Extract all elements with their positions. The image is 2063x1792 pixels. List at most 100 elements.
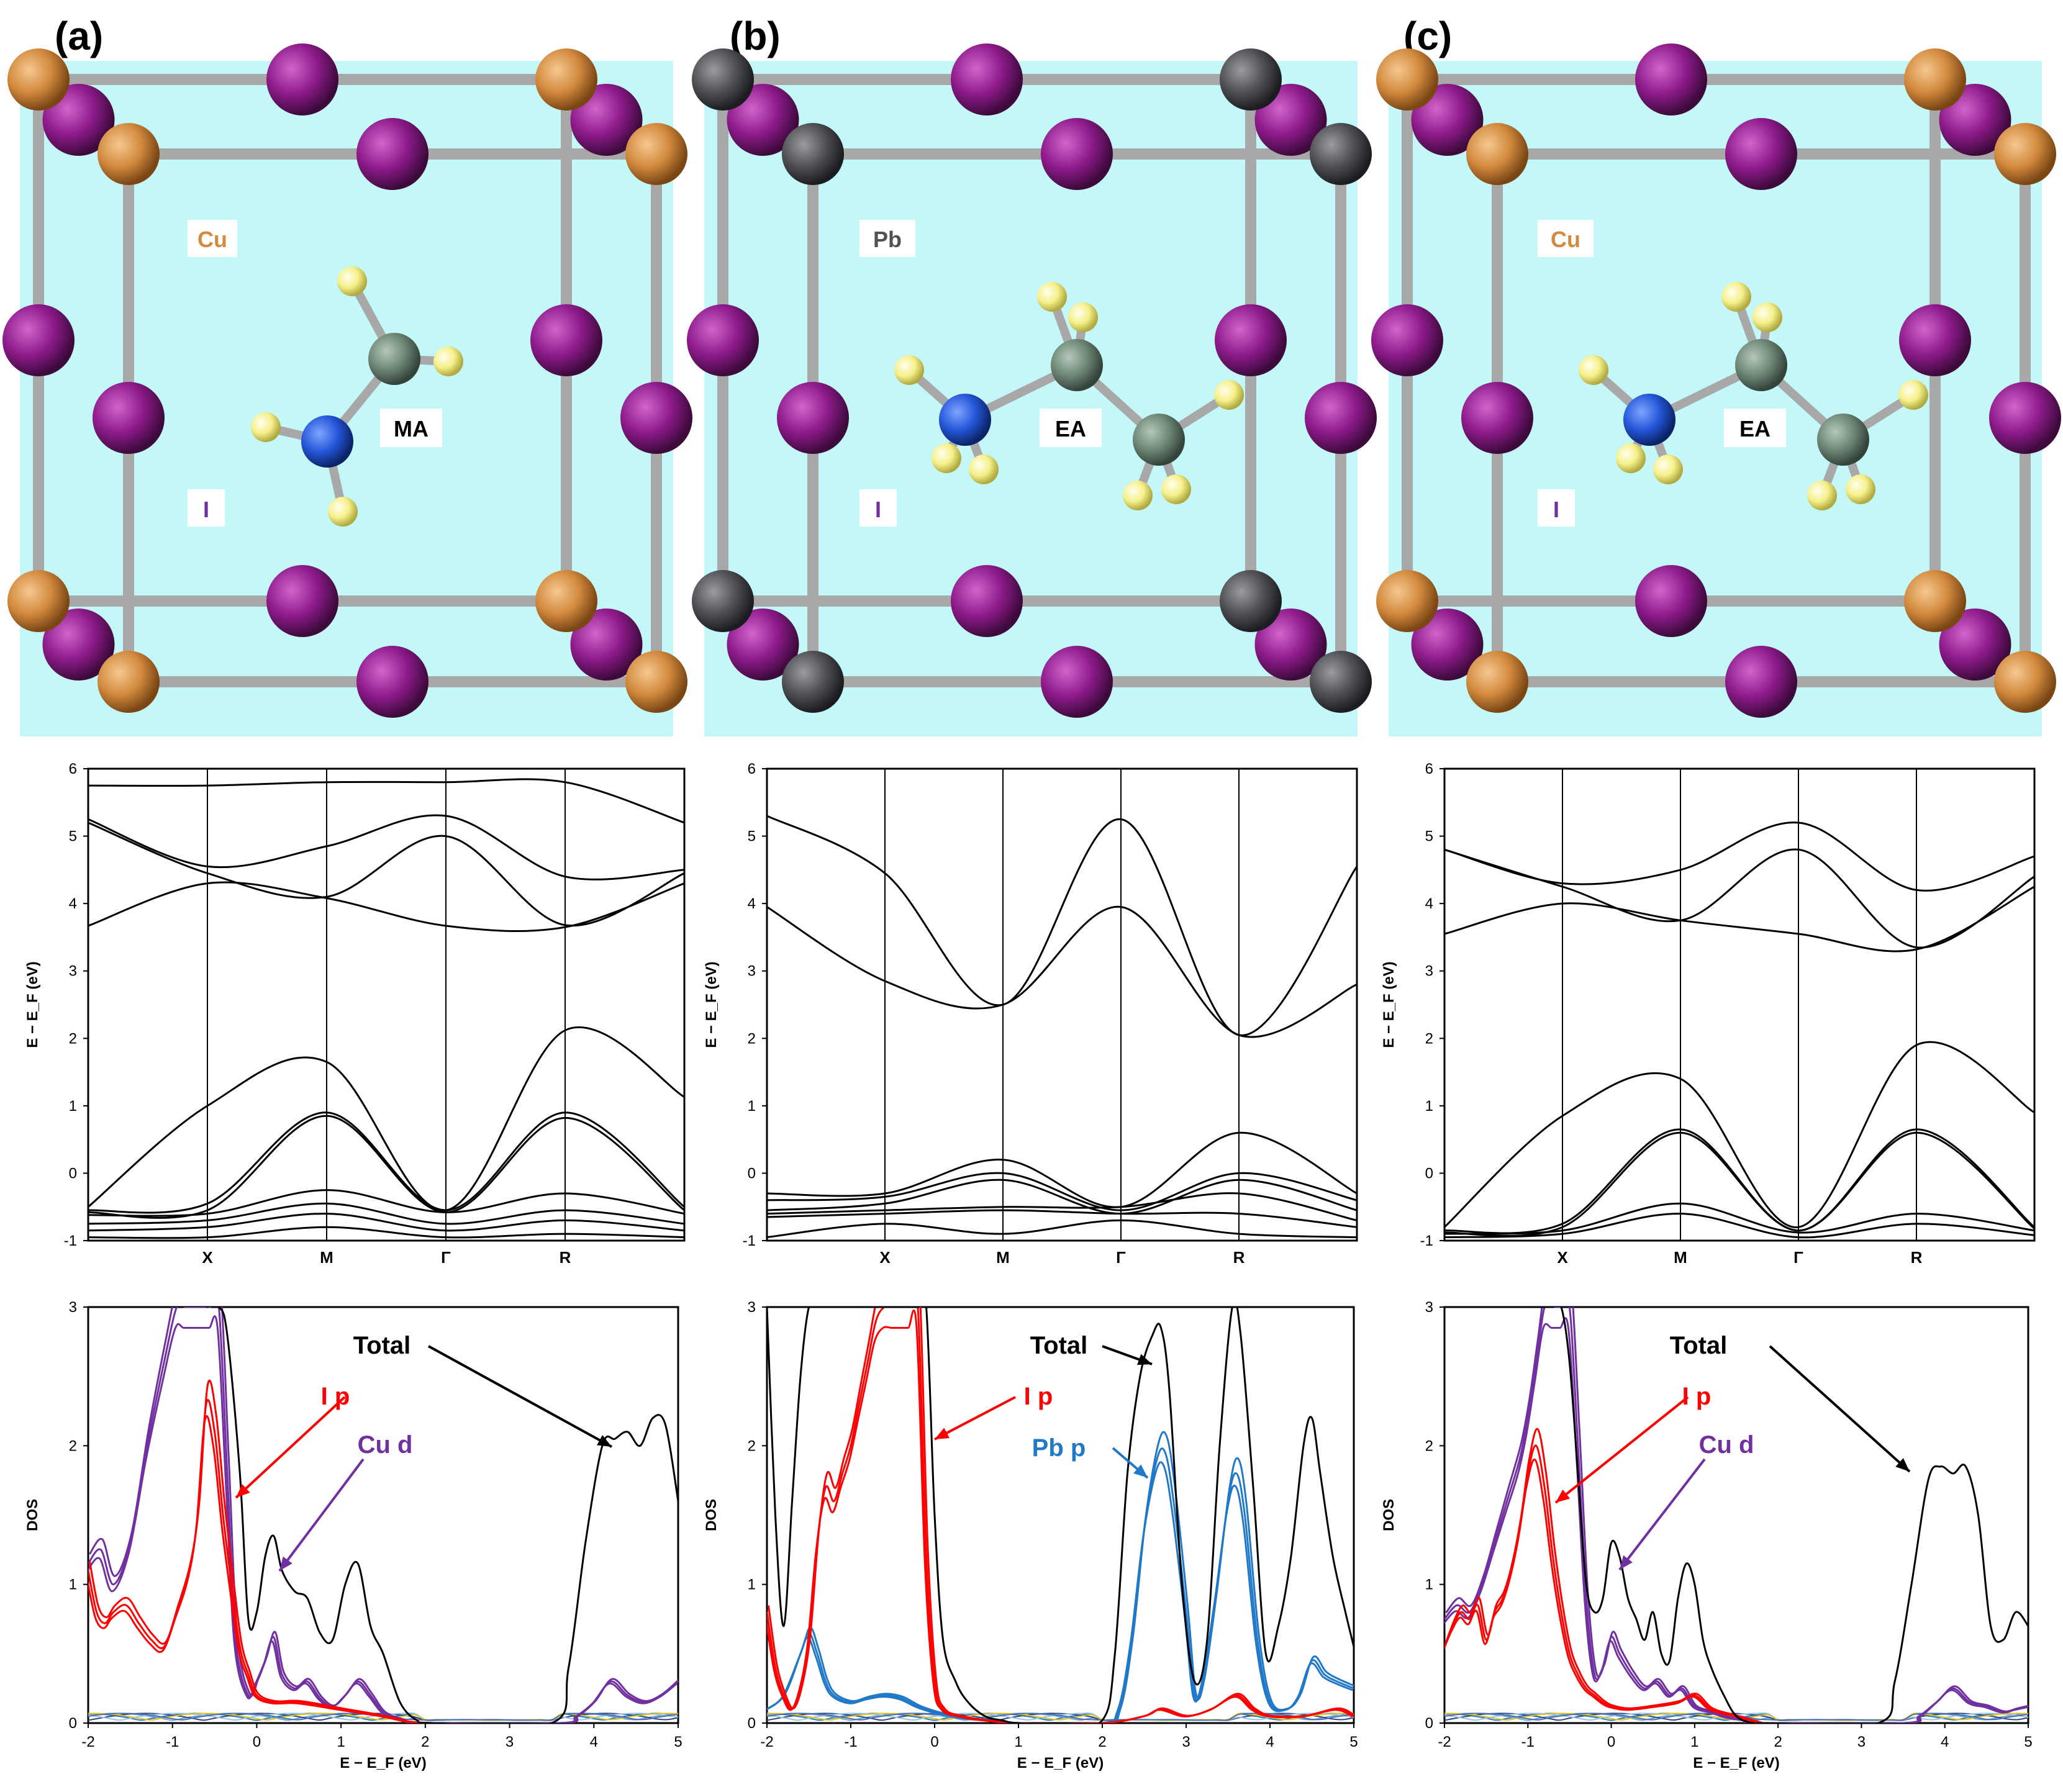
iodine-atom bbox=[687, 304, 759, 376]
y-tick-label: 0 bbox=[1425, 1165, 1433, 1182]
kpoint-label: M bbox=[320, 1248, 333, 1267]
hydrogen-atom bbox=[1037, 282, 1067, 312]
metal-label-box bbox=[859, 220, 915, 257]
x-tick-label: 4 bbox=[1266, 1734, 1274, 1750]
iodine-atom bbox=[2, 304, 75, 376]
cation-label: MA bbox=[394, 416, 428, 441]
x-tick-label: 3 bbox=[1182, 1734, 1190, 1750]
dos-line-i-p bbox=[1445, 1428, 1764, 1723]
metal-label: Cu bbox=[197, 227, 227, 252]
dos-line-i-p bbox=[88, 1379, 435, 1723]
kpoint-label: Γ bbox=[441, 1248, 451, 1267]
iodine-atom bbox=[1989, 382, 2061, 454]
metal-label-box bbox=[188, 220, 237, 257]
x-tick-label: 1 bbox=[337, 1734, 345, 1750]
band-line bbox=[88, 1115, 684, 1219]
annotation-cu-d: Cu d bbox=[358, 1431, 413, 1459]
dos-line-pb-p bbox=[767, 1461, 1353, 1723]
y-tick-label: 6 bbox=[69, 761, 77, 777]
y-tick-label: 2 bbox=[1425, 1030, 1433, 1047]
band-line bbox=[767, 1131, 1357, 1208]
panel-label-a: (a) bbox=[55, 14, 103, 58]
metal-atom bbox=[1994, 123, 2056, 185]
metal-label-box bbox=[1538, 220, 1594, 257]
y-tick-label: 3 bbox=[1425, 963, 1433, 980]
metal-atom bbox=[1994, 651, 2056, 713]
band-line bbox=[1444, 885, 2034, 953]
band-line bbox=[88, 1111, 684, 1214]
band-line bbox=[1444, 1202, 2034, 1235]
x-tick-label: -1 bbox=[166, 1734, 179, 1750]
y-tick-label: 2 bbox=[748, 1030, 756, 1047]
nitrogen-atom bbox=[939, 394, 991, 446]
metal-label: Cu bbox=[1551, 227, 1580, 252]
metal-atom bbox=[7, 570, 70, 632]
y-axis-label: E − E_F (eV) bbox=[1381, 961, 1397, 1048]
iodine-atom bbox=[1215, 304, 1287, 376]
dos-line-total bbox=[1540, 1307, 2028, 1723]
y-tick-label: 6 bbox=[1425, 761, 1433, 777]
nitrogen-atom bbox=[301, 415, 353, 468]
iodide-label-box bbox=[1538, 489, 1575, 527]
dos-line-i-p bbox=[88, 1415, 433, 1723]
y-tick-label: 5 bbox=[69, 828, 77, 845]
hydrogen-atom bbox=[1579, 355, 1608, 385]
annotation-total: Total bbox=[353, 1332, 411, 1359]
x-tick-label: 2 bbox=[421, 1734, 429, 1750]
y-tick-label: 0 bbox=[1425, 1715, 1433, 1732]
iodine-atom bbox=[1411, 609, 1484, 681]
dos-line-cu-d bbox=[1444, 1307, 2028, 1723]
band-line bbox=[1444, 1131, 2034, 1238]
annotation-arrowhead bbox=[1133, 1464, 1148, 1478]
dos-line-total bbox=[767, 1307, 1354, 1723]
y-tick-label: 5 bbox=[748, 828, 756, 845]
band-line bbox=[88, 1189, 684, 1217]
annotation-arrow bbox=[235, 1396, 346, 1499]
annotation-arrowhead bbox=[1137, 1354, 1152, 1365]
kpoint-label: M bbox=[996, 1248, 1010, 1267]
cation-label-box bbox=[380, 409, 442, 447]
kpoint-label: M bbox=[1674, 1248, 1687, 1267]
kpoint-label: R bbox=[560, 1248, 571, 1267]
y-tick-label: 1 bbox=[748, 1577, 756, 1593]
iodine-atom bbox=[1635, 565, 1707, 637]
band-line bbox=[767, 815, 1357, 1036]
y-tick-label: 3 bbox=[748, 1299, 756, 1316]
hydrogen-atom bbox=[1653, 455, 1683, 484]
iodine-atom bbox=[356, 646, 428, 718]
cation-molecule bbox=[1579, 282, 1928, 510]
iodine-atom bbox=[1939, 609, 2011, 681]
iodine-atom bbox=[951, 565, 1023, 637]
cation-label-box bbox=[1040, 409, 1102, 447]
iodide-label: I bbox=[203, 497, 209, 522]
x-tick-label: 5 bbox=[2024, 1734, 2032, 1750]
iodine-atom bbox=[1725, 118, 1797, 190]
hydrogen-atom bbox=[1846, 474, 1875, 504]
metal-atom bbox=[1466, 651, 1528, 713]
metal-atom bbox=[782, 123, 844, 185]
annotation-arrowhead bbox=[935, 1428, 950, 1439]
iodine-atom bbox=[1939, 84, 2011, 156]
metal-atom bbox=[1376, 570, 1438, 632]
x-tick-label: 2 bbox=[1774, 1734, 1782, 1750]
x-axis-label: E − E_F (eV) bbox=[1017, 1755, 1104, 1772]
hydrogen-atom bbox=[1807, 481, 1837, 510]
kpoint-label: R bbox=[1911, 1248, 1923, 1267]
band-line bbox=[88, 881, 684, 933]
y-tick-label: 4 bbox=[69, 895, 77, 912]
dos-line-total bbox=[206, 1307, 678, 1723]
cation-molecule bbox=[251, 266, 463, 527]
plot-frame bbox=[1443, 1306, 2029, 1724]
metal-atom bbox=[97, 651, 160, 713]
iodine-atom bbox=[727, 609, 799, 681]
y-tick-label: 2 bbox=[69, 1030, 77, 1047]
x-tick-label: 2 bbox=[1098, 1734, 1106, 1750]
y-axis-label: DOS bbox=[1381, 1499, 1397, 1531]
metal-atom bbox=[692, 570, 754, 632]
band-line bbox=[767, 1219, 1357, 1239]
